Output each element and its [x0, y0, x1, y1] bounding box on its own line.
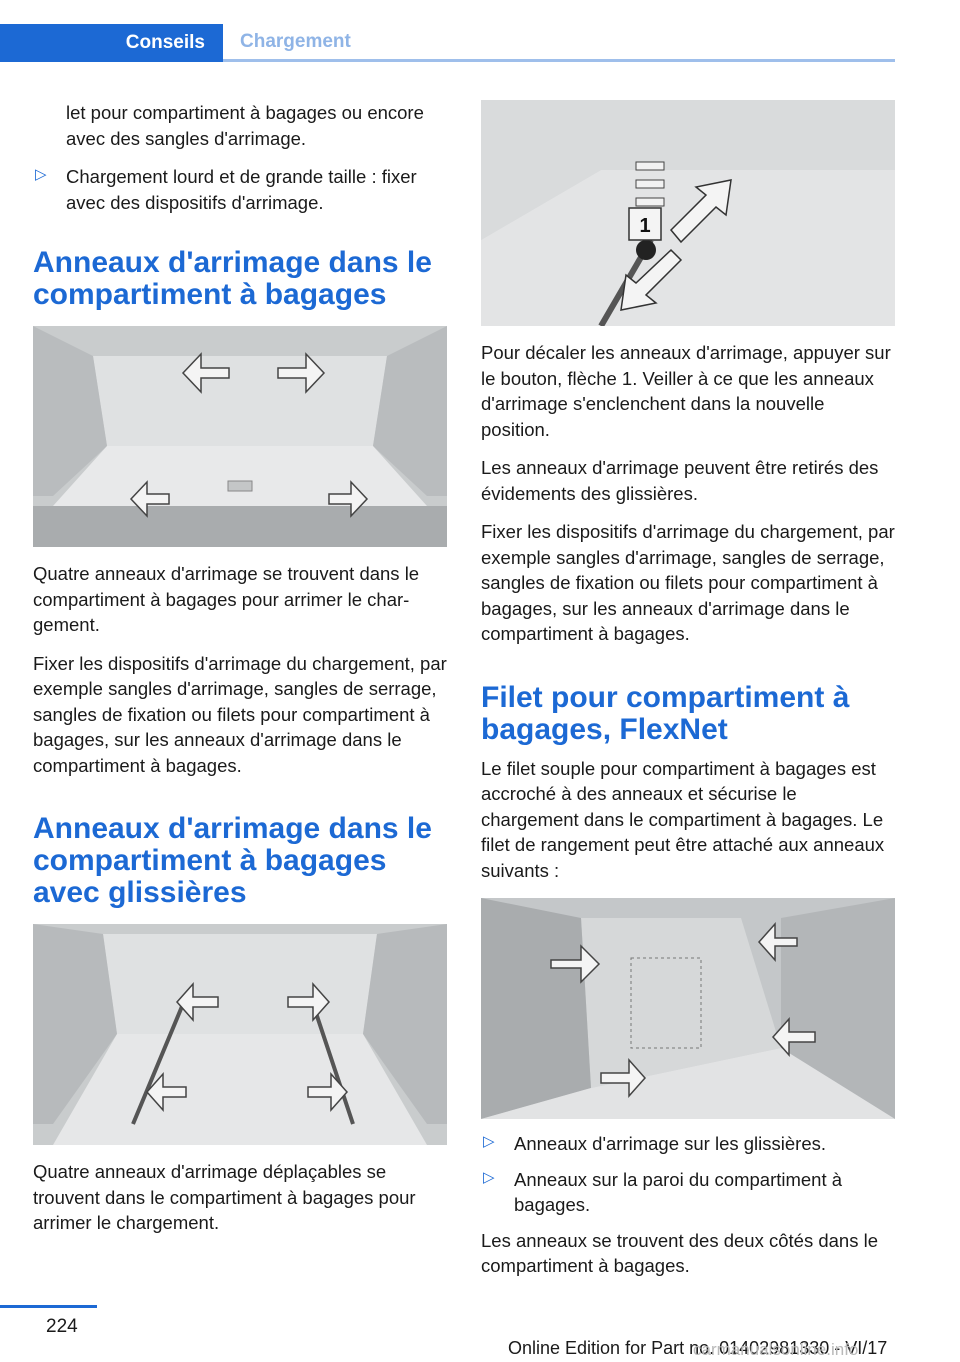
heading-rings-with-rails: Anneaux d'arrimage dans le compartiment …	[33, 812, 432, 909]
heading-flexnet: Filet pour compartiment à bagages, FlexN…	[481, 680, 850, 746]
bullet-heavy-load-text: Chargement lourd et de grande taille : f…	[66, 166, 417, 213]
figure-rail-button: 1	[481, 100, 895, 326]
para-flexnet: Le filet souple pour compartiment à baga…	[481, 757, 885, 881]
bullet-heavy-load: ▷ Chargement lourd et de grande taille :…	[33, 164, 447, 215]
tab-conseils[interactable]: Conseils	[0, 24, 223, 62]
para-fix-devices-right: Fixer les dispositifs d'arrimage du char…	[481, 521, 895, 644]
bullet-triangle-icon: ▷	[483, 1133, 495, 1150]
figure-label-1: 1	[639, 215, 650, 237]
intro-continuation: let pour compartiment à bagages ou en­co…	[66, 102, 424, 149]
watermark: carmanualsonline.info	[693, 1340, 859, 1359]
para-four-rings: Quatre anneaux d'arrimage se trouvent da…	[33, 563, 420, 635]
bullet-wall-text: Anneaux sur la paroi du compartiment à b…	[514, 1168, 843, 1216]
para-remove-rings: Les anneaux d'arrimage peuvent être reti…	[481, 457, 879, 504]
figure-flexnet	[481, 898, 895, 1119]
para-movable-rings: Quatre anneaux d'arrimage déplaçables se…	[33, 1161, 416, 1233]
tab-chargement[interactable]: Chargement	[223, 24, 895, 62]
heading-tie-down-rings: Anneaux d'arrimage dans le compartiment …	[33, 246, 432, 311]
bullet-wall: ▷ Anneaux sur la paroi du compartiment à…	[481, 1167, 895, 1218]
right-column: 1 Pour décaler les anneaux d'arrimage, a…	[481, 100, 895, 1292]
edition-footer: Online Edition for Part no. 01402981330 …	[508, 1338, 888, 1358]
bullet-rails: ▷ Anneaux d'arrimage sur les glissières.	[481, 1131, 895, 1157]
para-move-rings: Pour décaler les anneaux d'arrimage, app…	[481, 342, 891, 440]
bullet-triangle-icon: ▷	[483, 1168, 495, 1186]
page-number: 224	[46, 1316, 78, 1337]
figure-trunk-rings	[33, 326, 447, 547]
page-number-rule	[0, 1305, 97, 1308]
bullet-triangle-icon: ▷	[35, 166, 47, 183]
bullet-rails-text: Anneaux d'arrimage sur les glissières.	[514, 1133, 827, 1154]
para-both-sides: Les anneaux se trouvent des deux côtés d…	[481, 1229, 878, 1277]
para-fix-devices: Fixer les dispositifs d'arrimage du char…	[33, 652, 447, 776]
figure-trunk-rails	[33, 924, 447, 1145]
header-tabs: Conseils Chargement	[0, 24, 895, 62]
left-column: let pour compartiment à bagages ou en­co…	[33, 100, 447, 1249]
